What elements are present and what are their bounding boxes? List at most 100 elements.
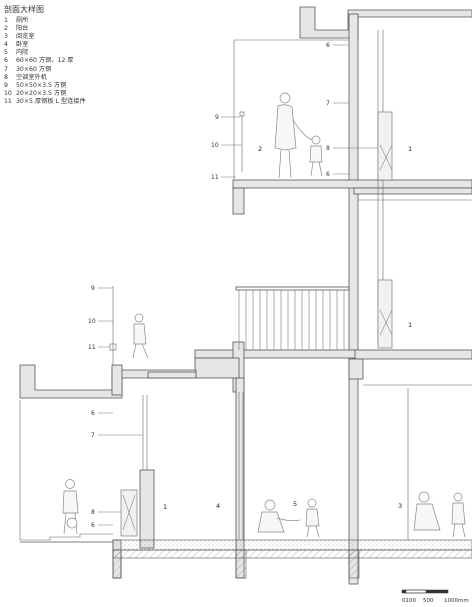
people-lower-roof bbox=[132, 313, 149, 359]
floor-slab bbox=[348, 358, 364, 380]
fence-top-rail bbox=[235, 286, 350, 291]
scale-bar: 0100 500 1000mm bbox=[401, 589, 469, 604]
lower-right-frame bbox=[238, 384, 472, 540]
legend-item: 7 30×60 方钢 bbox=[4, 66, 86, 74]
legend-number: 11 bbox=[4, 97, 12, 105]
legend-text: 20×20×3.5 方钢 bbox=[16, 89, 67, 97]
scale-bar-segment bbox=[405, 589, 427, 594]
ground bbox=[20, 539, 472, 579]
legend-text: 阅览室 bbox=[16, 33, 35, 41]
legend-number: 10 bbox=[4, 89, 12, 97]
ground-slab bbox=[112, 539, 472, 551]
upper-balcony-frame bbox=[233, 30, 472, 349]
person-adult-arm bbox=[292, 119, 313, 141]
scale-bar-segment bbox=[426, 590, 448, 593]
legend-number: 6 bbox=[4, 57, 8, 65]
lower-left-wall bbox=[139, 469, 155, 549]
floor-slab bbox=[353, 349, 472, 360]
person-child bbox=[311, 135, 321, 145]
legend-text: 30×60 方钢 bbox=[16, 65, 52, 73]
person-child-legs bbox=[310, 161, 323, 177]
legend-item: 6 60×60 方钢，12 厚 bbox=[4, 57, 86, 65]
room-label-toilet: 1 bbox=[408, 145, 412, 153]
lower-left-ledge bbox=[147, 371, 197, 379]
person-adult bbox=[279, 92, 291, 104]
foundation bbox=[235, 549, 247, 579]
legend-number: 8 bbox=[4, 73, 8, 81]
callout-leaders bbox=[98, 44, 378, 526]
person-child-body bbox=[133, 323, 147, 345]
room-label-balcony: 2 bbox=[258, 145, 262, 153]
upper-wall bbox=[348, 13, 359, 585]
callout-6: 6 bbox=[326, 42, 330, 49]
legend-text: 60×60 方钢，12 厚 bbox=[16, 57, 74, 65]
callout-7: 7 bbox=[91, 432, 95, 439]
floor-slab bbox=[353, 187, 472, 195]
legend-text: 内院 bbox=[16, 49, 29, 57]
foundation bbox=[112, 549, 122, 579]
callout-10: 10 bbox=[211, 142, 219, 149]
callout-11: 11 bbox=[211, 174, 219, 181]
upper-tower bbox=[232, 6, 472, 585]
callout-7: 7 bbox=[326, 100, 330, 107]
legend-item: 10 20×20×3.5 方钢 bbox=[4, 90, 86, 98]
legend-text: 卧室 bbox=[16, 41, 29, 49]
room-label-bedroom: 4 bbox=[216, 502, 220, 510]
person-child bbox=[307, 498, 317, 508]
roof-slab bbox=[299, 6, 472, 39]
floor-slab bbox=[232, 187, 245, 215]
scale-bar-segment bbox=[401, 589, 449, 594]
legend-number: 7 bbox=[4, 65, 8, 73]
person-child-body bbox=[309, 145, 323, 163]
middle-section bbox=[194, 286, 356, 579]
person-child bbox=[134, 313, 144, 323]
ball bbox=[66, 517, 78, 529]
legend-number: 2 bbox=[4, 25, 8, 33]
scale-bar-segment bbox=[402, 590, 406, 593]
ac-unit-cross bbox=[379, 309, 393, 336]
drawing-title: 剖面大样图 bbox=[4, 5, 44, 14]
lower-left-wall bbox=[111, 364, 123, 396]
ac-unit bbox=[377, 279, 393, 349]
person-child-legs bbox=[306, 525, 320, 538]
person-child-body bbox=[305, 508, 320, 527]
ac-unit-cross bbox=[379, 144, 393, 171]
room-label-toilet: 1 bbox=[163, 503, 167, 511]
person-adult-body bbox=[274, 104, 297, 151]
legend-text: 30×5 厚钢板 L 型连接件 bbox=[16, 97, 86, 105]
callout-8: 8 bbox=[91, 509, 95, 516]
legend-text: 厕所 bbox=[16, 17, 29, 24]
legend-text: 阳台 bbox=[16, 25, 29, 33]
lower-roof-slab bbox=[194, 349, 356, 359]
person-adult-body bbox=[257, 511, 285, 533]
person-adult bbox=[264, 499, 276, 511]
lower-roof-slab bbox=[194, 357, 240, 379]
scale-label: 0100 bbox=[402, 598, 416, 604]
fence bbox=[238, 290, 345, 350]
legend-number: 9 bbox=[4, 81, 8, 89]
lower-left-roof bbox=[19, 364, 197, 399]
room-label-reading-room: 3 bbox=[398, 502, 402, 510]
scale-label: 1000mm bbox=[444, 598, 469, 604]
legend-number: 4 bbox=[4, 41, 8, 49]
person-adult-body bbox=[413, 503, 441, 531]
callout-9: 9 bbox=[215, 114, 219, 121]
legend-item: 4 卧室 bbox=[4, 41, 86, 49]
person-child-legs bbox=[132, 343, 149, 359]
legend-text: 空调室外机 bbox=[16, 73, 47, 81]
people-upper bbox=[274, 92, 323, 179]
scale-label: 500 bbox=[423, 598, 434, 604]
legend-number: 1 bbox=[4, 17, 8, 24]
legend: 1 厕所 2 阳台 3 阅览室 4 卧室 5 内院 6 60×60 方钢，12 厚 7 30×… bbox=[4, 17, 86, 106]
room-label-toilet: 1 bbox=[408, 321, 412, 329]
railing-bracket bbox=[239, 111, 245, 117]
callout-10: 10 bbox=[88, 318, 96, 325]
stairs bbox=[20, 533, 113, 541]
legend-number: 5 bbox=[4, 49, 8, 57]
legend-number: 3 bbox=[4, 33, 8, 41]
legend-item: 1 厕所 bbox=[4, 17, 86, 25]
callout-6: 6 bbox=[91, 410, 95, 417]
legend-item: 8 空调室外机 bbox=[4, 74, 86, 82]
